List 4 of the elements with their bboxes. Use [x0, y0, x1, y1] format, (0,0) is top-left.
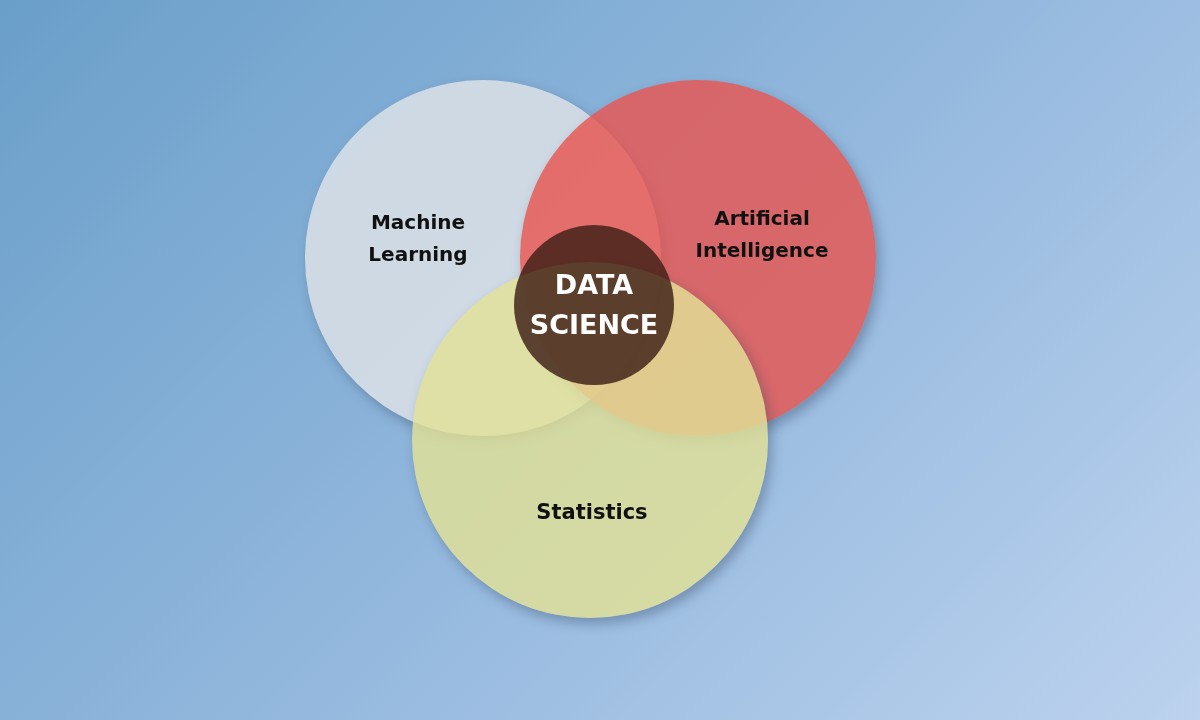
circle-label: Artificial Intelligence [694, 205, 830, 264]
circle-label: Machine Learning [367, 209, 469, 268]
circle-label: DATA SCIENCE [528, 268, 660, 342]
circle-label: Statistics [535, 499, 649, 526]
